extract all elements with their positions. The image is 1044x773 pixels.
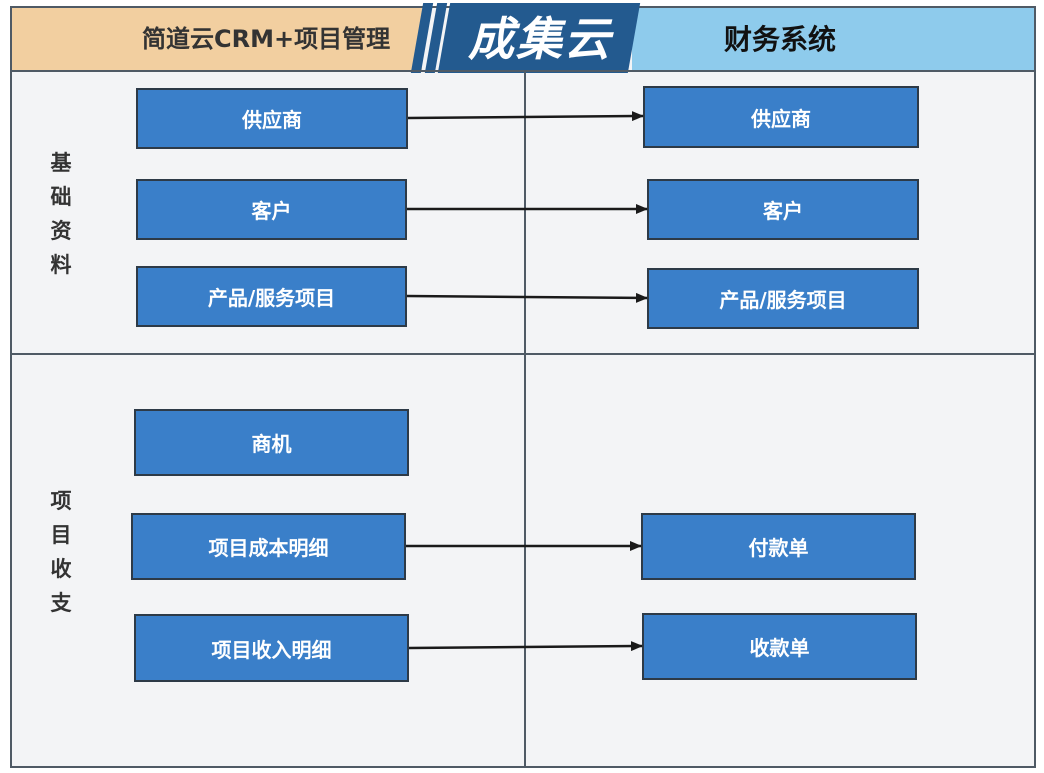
section-label-basic: 基础资料 bbox=[50, 151, 72, 277]
header-left-title: 简道云CRM+项目管理 bbox=[142, 25, 391, 53]
node-right-receipt[interactable]: 收款单 bbox=[642, 613, 917, 680]
arrow-income-to-receipt bbox=[408, 641, 643, 652]
node-left-supplier[interactable]: 供应商 bbox=[136, 88, 408, 149]
arrow-product bbox=[406, 292, 648, 303]
logo-text: 成集云 bbox=[468, 12, 612, 66]
node-left-customer[interactable]: 客户 bbox=[136, 179, 407, 240]
node-left-opportunity[interactable]: 商机 bbox=[134, 409, 409, 476]
node-left-product[interactable]: 产品/服务项目 bbox=[136, 266, 407, 327]
header-left-band bbox=[12, 8, 422, 70]
node-right-customer[interactable]: 客户 bbox=[647, 179, 919, 240]
node-right-supplier[interactable]: 供应商 bbox=[643, 86, 919, 148]
header-right-title: 财务系统 bbox=[723, 23, 836, 56]
node-right-payment[interactable]: 付款单 bbox=[641, 513, 916, 580]
header-right-band bbox=[632, 8, 1034, 70]
node-left-cost-detail[interactable]: 项目成本明细 bbox=[131, 513, 406, 580]
column-divider bbox=[524, 70, 526, 768]
arrow-supplier bbox=[407, 111, 644, 122]
section-label-project: 项目收支 bbox=[50, 489, 72, 615]
section-divider bbox=[10, 353, 1036, 355]
header-divider bbox=[10, 70, 1036, 72]
node-left-income-detail[interactable]: 项目收入明细 bbox=[134, 614, 409, 682]
node-right-product[interactable]: 产品/服务项目 bbox=[647, 268, 919, 329]
